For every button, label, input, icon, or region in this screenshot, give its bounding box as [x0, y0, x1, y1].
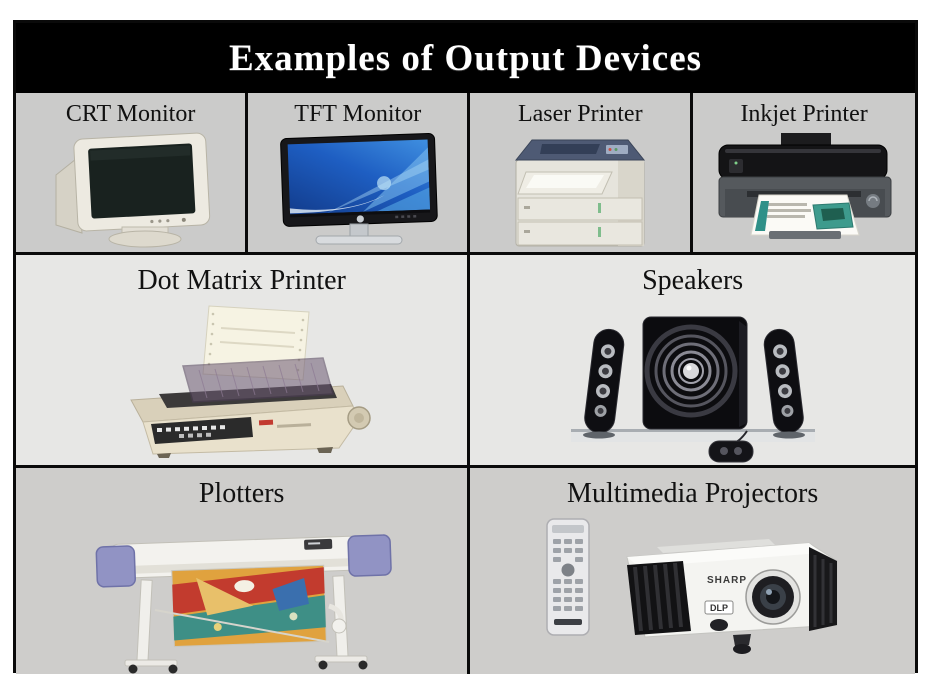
crt-monitor-icon	[55, 132, 210, 248]
projector-dlp-badge: DLP	[710, 603, 728, 613]
table-title-bar: Examples of Output Devices	[16, 23, 915, 93]
plotters-label: Plotters	[198, 478, 285, 510]
cell-crt-monitor: CRT Monitor	[16, 93, 246, 252]
device-row-3: Plotters	[16, 465, 915, 675]
cell-laser-printer: Laser Printer	[467, 93, 691, 252]
dot-matrix-printer-image	[16, 297, 467, 465]
speakers-image	[470, 297, 915, 465]
multimedia-projector-image: SHARP DLP	[470, 510, 915, 674]
projector-remote-icon	[545, 518, 590, 637]
device-row-2: Dot Matrix Printer	[16, 252, 915, 466]
output-devices-table: Examples of Output Devices CRT Monitor	[13, 20, 918, 675]
device-row-1: CRT Monitor	[16, 93, 915, 252]
cell-dot-matrix-printer: Dot Matrix Printer	[16, 255, 468, 466]
tft-monitor-label: TFT Monitor	[294, 101, 422, 127]
laser-printer-icon	[515, 139, 646, 247]
cell-multimedia-projectors: Multimedia Projectors	[467, 468, 915, 675]
multimedia-projectors-label: Multimedia Projectors	[567, 478, 819, 510]
inkjet-printer-image	[693, 129, 915, 252]
speakers-label: Speakers	[642, 265, 744, 296]
dot-matrix-printer-label: Dot Matrix Printer	[137, 265, 346, 296]
cell-tft-monitor: TFT Monitor	[245, 93, 468, 252]
projector-brand-text: SHARP	[707, 575, 747, 586]
laser-printer-label: Laser Printer	[517, 101, 643, 127]
multimedia-projector-icon: SHARP DLP	[545, 518, 838, 655]
crt-monitor-label: CRT Monitor	[65, 101, 196, 127]
page-title: Examples of Output Devices	[228, 37, 703, 79]
cell-speakers: Speakers	[467, 255, 915, 466]
inkjet-printer-label: Inkjet Printer	[740, 101, 868, 127]
plotter-image	[16, 510, 467, 674]
speakers-icon	[570, 316, 815, 463]
laser-printer-image	[470, 129, 690, 252]
cell-inkjet-printer: Inkjet Printer	[690, 93, 915, 252]
tft-monitor-image	[248, 129, 467, 252]
cell-plotters: Plotters	[16, 468, 468, 675]
crt-monitor-image	[16, 129, 245, 252]
tft-monitor-icon	[279, 133, 438, 245]
projector-body-icon: SHARP DLP	[626, 539, 838, 655]
plotter-icon	[95, 534, 392, 674]
inkjet-printer-icon	[718, 133, 892, 240]
dot-matrix-printer-icon	[129, 305, 371, 459]
